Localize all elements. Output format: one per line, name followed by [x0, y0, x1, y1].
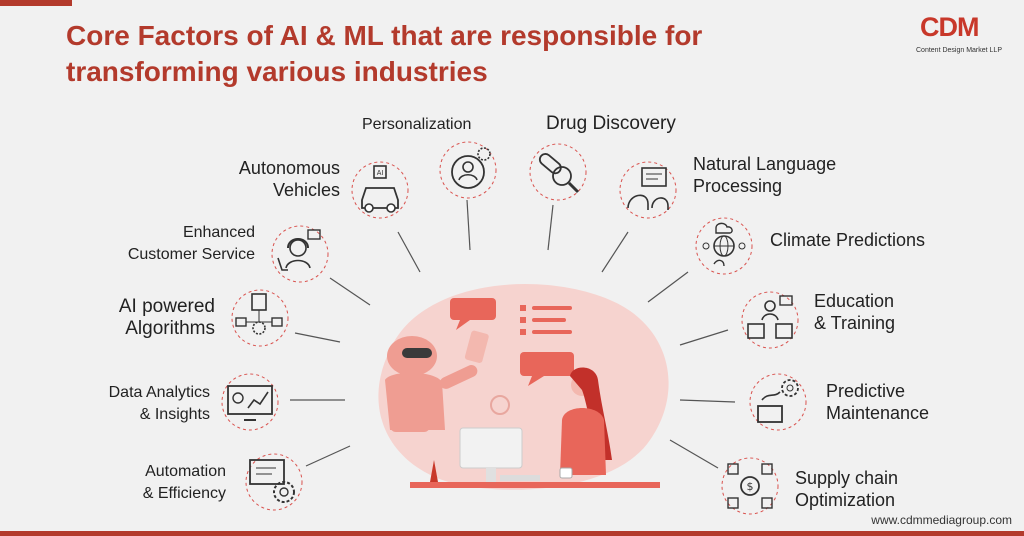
- keyboard: [500, 475, 540, 481]
- logo-wordmark: CDM: [920, 12, 979, 42]
- footer-url[interactable]: www.cdmmediagroup.com: [871, 513, 1012, 527]
- ai-robot-illustration: [378, 284, 669, 490]
- label-data-analytics: Data Analytics& Insights: [108, 384, 210, 423]
- title-line-2: transforming various industries: [66, 56, 488, 87]
- checklist: [520, 305, 572, 335]
- connector-climate: [647, 271, 689, 303]
- plant: [430, 460, 438, 482]
- label-personalization: Personalization: [362, 116, 472, 133]
- robot-tablet: [464, 330, 489, 363]
- classroom-icon: [740, 290, 800, 350]
- title-line-1: Core Factors of AI & ML that are respons…: [66, 20, 703, 51]
- coffee-cup: [559, 467, 573, 479]
- algorithm-flow-icon: [230, 288, 290, 348]
- connector-customer: [329, 277, 371, 306]
- connector-predictive: [679, 399, 736, 403]
- capsule-magnifier-icon: [528, 142, 588, 202]
- support-agent-icon: [270, 224, 330, 284]
- connector-algorithms: [294, 332, 341, 343]
- page-title: Core Factors of AI & ML that are respons…: [66, 18, 846, 90]
- chat-bubble-right: [520, 352, 574, 376]
- chat-bubble-left: [450, 298, 496, 320]
- connector-personalization: [466, 199, 471, 251]
- woman-at-desk: [559, 367, 612, 479]
- bottom-accent-bar: [0, 531, 1024, 536]
- user-target-gear-icon: [438, 140, 498, 200]
- label-climate-predictions: Climate Predictions: [770, 230, 926, 250]
- top-accent-bar: [0, 0, 72, 6]
- ai-car-icon: AI: [350, 160, 410, 220]
- connector-supply: [669, 439, 719, 469]
- connector-nlp: [601, 231, 629, 273]
- dollar-boxes-icon: $: [720, 456, 780, 516]
- ai-chip-text: AI: [377, 170, 384, 177]
- connector-education: [679, 329, 729, 346]
- globe-cloud-sun-icon: [694, 216, 754, 276]
- label-drug-discovery: Drug Discovery: [546, 113, 676, 134]
- gear-chart-icon: [748, 372, 808, 432]
- label-education: Education& Training: [814, 291, 896, 333]
- monitor-gear-icon: [244, 452, 304, 512]
- analytics-monitor-icon: [220, 372, 280, 432]
- small-gear: [490, 395, 510, 415]
- logo-tagline: Content Design Market LLP: [916, 47, 1002, 54]
- svg-text:$: $: [747, 480, 754, 493]
- connector-automation: [305, 445, 351, 467]
- label-automation: Automation& Efficiency: [142, 463, 226, 502]
- connector-drug: [547, 204, 554, 251]
- desk: [410, 482, 660, 488]
- robot: [385, 330, 489, 432]
- speech-document-icon: [618, 160, 678, 220]
- connector-autonomous: [397, 231, 421, 273]
- monitor: [459, 427, 523, 469]
- cdm-logo: CDM Content Design Market LLP: [906, 12, 1018, 62]
